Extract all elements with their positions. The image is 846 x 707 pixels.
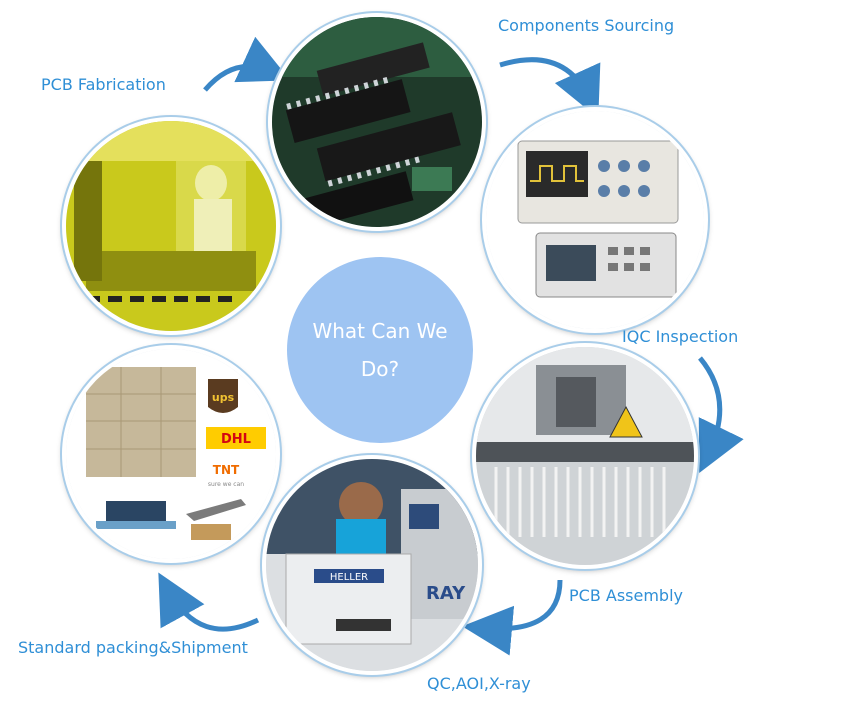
tnt-logo: TNT — [213, 463, 240, 477]
label-iqc-inspection: IQC Inspection — [622, 327, 739, 346]
heller-logo: HELLER — [330, 572, 368, 583]
center-question: What Can We Do? — [287, 257, 473, 443]
components-photo — [268, 13, 486, 231]
arrow-qc-to-shipping — [158, 572, 260, 632]
label-pcb-fabrication: PCB Fabrication — [41, 75, 166, 94]
assembly-machine-photo — [472, 343, 698, 569]
dhl-logo: DHL — [221, 432, 251, 447]
ups-logo: ups — [212, 391, 235, 404]
arrow-assembly-to-qc — [462, 579, 563, 656]
arrow-iqc-to-assembly — [698, 356, 744, 473]
arrow-components-to-iqc — [499, 57, 601, 119]
center-title-line1: What Can We — [312, 319, 448, 343]
center-title-line2: Do? — [360, 357, 400, 381]
tnt-tagline: sure we can — [208, 481, 244, 488]
label-qc-aoi-xray: QC,AOI,X-ray — [427, 674, 531, 693]
label-packing-shipment: Standard packing&Shipment — [18, 638, 248, 657]
label-components-sourcing: Components Sourcing — [498, 16, 675, 35]
fabrication-photo — [62, 117, 280, 335]
xray-logo: RAY — [426, 583, 466, 604]
shipping-photo: ups DHL TNT sure we can — [62, 345, 280, 563]
iqc-instruments-photo — [482, 107, 708, 333]
arrow-fabrication-to-components — [203, 36, 291, 92]
qc-photo: HELLER RAY — [262, 455, 482, 675]
label-pcb-assembly: PCB Assembly — [569, 586, 683, 605]
